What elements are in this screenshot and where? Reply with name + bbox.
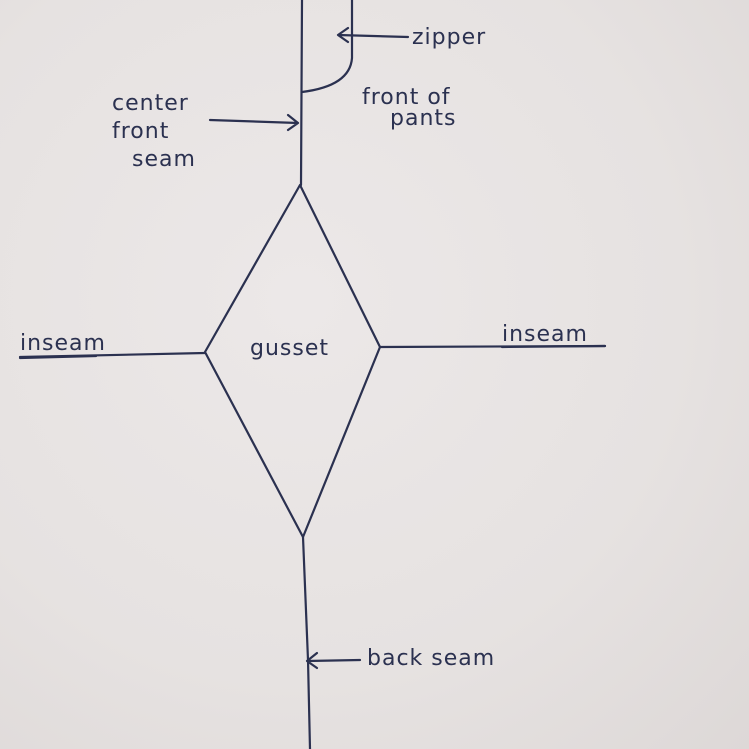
inseam-left-underline [18, 354, 98, 360]
center-front-arrow [208, 113, 300, 132]
inseam-right-underline [500, 344, 607, 349]
zipper-curve [300, 0, 354, 94]
gusset-diamond [203, 183, 382, 539]
center-front-seam-label-2: front [112, 119, 169, 144]
zipper-arrow [336, 26, 410, 44]
back-seam-label: back seam [367, 646, 495, 671]
gusset-label: gusset [250, 336, 329, 361]
inseam-left-label: inseam [20, 331, 106, 356]
center-front-seam-label-1: center [112, 91, 189, 116]
back-seam-arrow [305, 651, 362, 670]
zipper-label: zipper [412, 25, 486, 50]
front-of-pants-label-2: pants [390, 106, 456, 131]
back-seam-line [301, 535, 312, 749]
center-front-seam-label-3: seam [132, 147, 196, 172]
front-of-pants-label-1: front of [362, 85, 451, 110]
inseam-right-label: inseam [502, 322, 588, 347]
